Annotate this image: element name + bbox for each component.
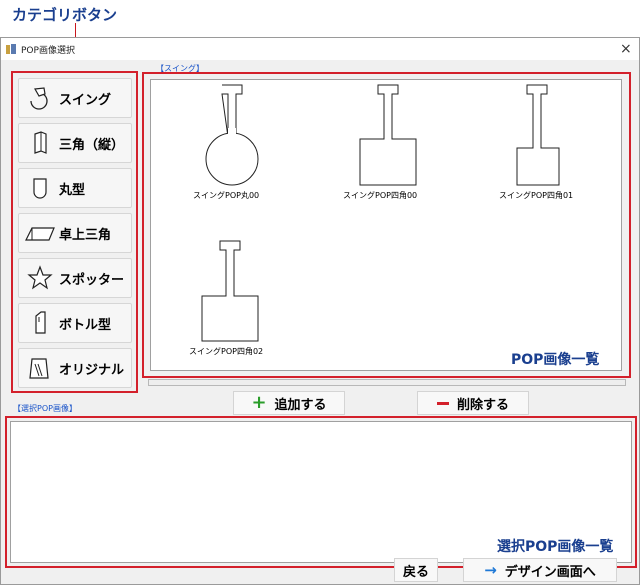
plus-icon: +: [251, 392, 267, 413]
pop-thumb-square-00[interactable]: [353, 84, 423, 186]
selected-pop-list-frame: 選択POP画像一覧: [5, 416, 637, 568]
category-panel: スイング 三角（縦） 丸型 卓上三角 スポッター: [11, 71, 138, 393]
category-label: 卓上三角: [59, 227, 112, 243]
back-button-label: 戻る: [402, 564, 429, 580]
pop-caption: スイングPOP丸00: [193, 191, 260, 200]
category-button-tabletop-triangle[interactable]: 卓上三角: [18, 213, 132, 253]
remove-button-label: 削除する: [456, 397, 509, 413]
category-tab-label: 【スイング】: [156, 64, 204, 73]
pop-thumb-square-02[interactable]: [195, 240, 265, 342]
category-button-triangle-vertical[interactable]: 三角（縦）: [18, 123, 132, 163]
category-button-bottle[interactable]: ボトル型: [18, 303, 132, 343]
category-label: スポッター: [59, 272, 125, 288]
pop-list-callout: POP画像一覧: [511, 352, 600, 368]
close-icon[interactable]: ×: [620, 41, 632, 57]
triangle-vertical-icon: [23, 128, 57, 158]
minus-icon: [436, 401, 449, 405]
category-button-swing[interactable]: スイング: [18, 78, 132, 118]
selected-list-callout: 選択POP画像一覧: [497, 539, 614, 555]
pop-image-list-frame: スイングPOP丸00 スイングPOP四角00 スイングPOP四角01 スイングP…: [142, 72, 631, 378]
pop-caption: スイングPOP四角02: [189, 347, 264, 356]
category-label: オリジナル: [59, 362, 125, 378]
pop-thumb-round[interactable]: [199, 84, 265, 186]
pop-caption: スイングPOP四角01: [499, 191, 574, 200]
window-title: POP画像選択: [21, 46, 75, 56]
bottle-icon: [23, 308, 57, 338]
go-to-design-label: デザイン画面へ: [504, 564, 596, 580]
add-button[interactable]: + 追加する: [233, 391, 345, 415]
pop-image-dialog: POP画像選択 × スイング 三角（縦） 丸型 卓上三角: [0, 37, 640, 585]
pop-thumb-square-01[interactable]: [507, 84, 567, 186]
spotter-star-icon: [23, 263, 57, 293]
app-icon: [6, 44, 16, 54]
round-icon: [23, 173, 57, 203]
title-bar: POP画像選択 ×: [1, 38, 639, 60]
back-button[interactable]: 戻る: [394, 558, 438, 582]
horizontal-scrollbar[interactable]: [148, 379, 626, 386]
arrow-right-icon: →: [484, 561, 497, 579]
category-label: 三角（縦）: [59, 137, 125, 153]
swing-icon: [23, 83, 57, 113]
category-buttons-callout: カテゴリボタン: [12, 6, 118, 24]
category-button-spotter[interactable]: スポッター: [18, 258, 132, 298]
selected-pop-list[interactable]: 選択POP画像一覧: [10, 421, 632, 563]
category-label: 丸型: [59, 182, 86, 198]
go-to-design-button[interactable]: → デザイン画面へ: [463, 558, 617, 582]
original-icon: [23, 353, 57, 383]
category-button-original[interactable]: オリジナル: [18, 348, 132, 388]
category-label: ボトル型: [59, 317, 112, 333]
selected-images-label: 【選択POP画像】: [13, 404, 77, 413]
pop-image-list[interactable]: スイングPOP丸00 スイングPOP四角00 スイングPOP四角01 スイングP…: [150, 79, 622, 371]
add-button-label: 追加する: [274, 397, 327, 413]
pop-caption: スイングPOP四角00: [343, 191, 418, 200]
remove-button[interactable]: 削除する: [417, 391, 529, 415]
tabletop-triangle-icon: [23, 218, 57, 248]
category-label: スイング: [59, 92, 112, 108]
category-button-round[interactable]: 丸型: [18, 168, 132, 208]
